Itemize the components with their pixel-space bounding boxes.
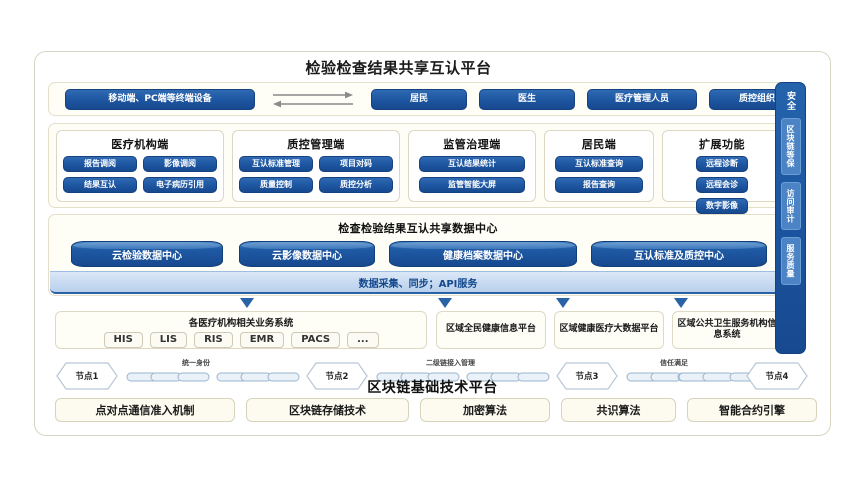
blockchain-node-2-label: 节点2 <box>325 372 349 382</box>
tech-encryption-algorithm[interactable]: 加密算法 <box>420 398 550 422</box>
app-button-remote-consultation[interactable]: 远程会诊 <box>696 177 748 193</box>
tech-consensus-algorithm[interactable]: 共识算法 <box>561 398 676 422</box>
role-button-doctor[interactable]: 医生 <box>479 89 575 110</box>
tech-smart-contract-engine[interactable]: 智能合约引擎 <box>687 398 817 422</box>
system-tag-pacs[interactable]: PACS <box>291 332 341 348</box>
app-button-qc-analysis[interactable]: 质控分析 <box>319 177 393 193</box>
security-sidebar: 安全 区块链等保 访问审计 服务质量 <box>775 82 806 354</box>
system-tag-emr[interactable]: EMR <box>239 332 285 348</box>
app-button-remote-diagnosis[interactable]: 远程诊断 <box>696 156 748 172</box>
datastore-cloud-imaging[interactable]: 云影像数据中心 <box>239 241 375 267</box>
app-panel-buttons: 互认结果统计 监管智能大屏 <box>409 156 535 193</box>
down-arrow-icon <box>240 298 254 308</box>
app-button-supervision-dashboard[interactable]: 监管智能大屏 <box>419 177 525 193</box>
data-center-cylinders: 云检验数据中心 云影像数据中心 健康档案数据中心 互认标准及质控中心 <box>49 241 787 269</box>
app-button-quality-control[interactable]: 质量控制 <box>239 177 313 193</box>
tech-p2p-access-mechanism[interactable]: 点对点通信准入机制 <box>55 398 235 422</box>
source-panel-label: 区域公共卫生服务机构信息系统 <box>677 318 777 340</box>
source-panel-title: 各医疗机构相关业务系统 <box>188 318 294 329</box>
source-panel-label: 区域健康医疗大数据平台 <box>559 324 659 335</box>
data-center-title: 检查检验结果互认共享数据中心 <box>338 222 498 235</box>
system-tag-ris[interactable]: RIS <box>194 332 233 348</box>
app-button-standard-management[interactable]: 互认标准管理 <box>239 156 313 172</box>
blockchain-tech-row: 点对点通信准入机制 区块链存储技术 加密算法 共识算法 智能合约引擎 <box>48 398 817 424</box>
datastore-health-record[interactable]: 健康档案数据中心 <box>389 241 577 267</box>
chain-link-icon <box>376 371 460 383</box>
chain-link-icon <box>466 371 550 383</box>
app-button-report-review[interactable]: 报告调阅 <box>63 156 137 172</box>
app-button-image-review[interactable]: 影像调阅 <box>143 156 217 172</box>
datastore-standard-qc[interactable]: 互认标准及质控中心 <box>591 241 767 267</box>
source-panel-label: 区域全民健康信息平台 <box>445 324 536 335</box>
security-item-service-quality[interactable]: 服务质量 <box>780 236 801 285</box>
app-panel-buttons: 报告调阅 影像调阅 结果互认 电子病历引用 <box>57 156 223 193</box>
down-arrow-icon <box>674 298 688 308</box>
app-button-digital-imaging[interactable]: 数字影像 <box>696 198 748 214</box>
app-panel-title: 质控管理端 <box>287 138 345 151</box>
blockchain-node-row: 节点1 统一身份 节点2 <box>34 358 831 396</box>
app-panel-buttons: 互认标准管理 项目对码 质量控制 质控分析 <box>233 156 399 193</box>
blockchain-node-3-label: 节点3 <box>575 372 599 382</box>
app-button-emr-reference[interactable]: 电子病历引用 <box>143 177 217 193</box>
chain-link-icon <box>216 371 300 383</box>
blockchain-node-2[interactable] <box>306 362 368 390</box>
bidirectional-arrow-icon <box>271 89 355 110</box>
app-panel-title: 监管治理端 <box>443 138 501 151</box>
source-system-tags: HIS LIS RIS EMR PACS ... <box>56 332 426 348</box>
system-tag-lis[interactable]: LIS <box>149 332 188 348</box>
page-title: 检验检查结果共享互认平台 <box>305 59 492 77</box>
blockchain-node-4[interactable] <box>746 362 808 390</box>
source-panel-regional-bigdata[interactable]: 区域健康医疗大数据平台 <box>554 311 664 349</box>
chain-label-unified-identity: 统一身份 <box>182 359 210 367</box>
app-panel-title: 居民端 <box>581 138 617 151</box>
down-arrow-icon <box>438 298 452 308</box>
terminal-role-row: 移动端、PC端等终端设备 居民 医生 医疗管理人员 质控组织 <box>48 82 805 116</box>
security-sidebar-title: 安全 <box>785 91 795 111</box>
chain-label-trust-satisfaction: 信任满足 <box>660 359 688 367</box>
app-panel-supervision: 监管治理端 互认结果统计 监管智能大屏 <box>408 130 536 202</box>
security-item-blockchain-grade-protection[interactable]: 区块链等保 <box>780 118 801 175</box>
app-button-result-mutual[interactable]: 结果互认 <box>63 177 137 193</box>
api-service-band: 数据采集、同步；API服务 <box>50 271 786 294</box>
system-tag-his[interactable]: HIS <box>103 332 143 348</box>
source-systems-layer: 各医疗机构相关业务系统 HIS LIS RIS EMR PACS ... 区域全… <box>48 306 788 353</box>
data-center-layer: 检查检验结果互认共享数据中心 云检验数据中心 云影像数据中心 健康档案数据中心 … <box>48 214 788 296</box>
app-panel-resident: 居民端 互认标准查询 报告查询 <box>544 130 654 202</box>
tech-blockchain-storage[interactable]: 区块链存储技术 <box>246 398 409 422</box>
system-tag-more[interactable]: ... <box>347 332 379 348</box>
app-panel-quality-control: 质控管理端 互认标准管理 项目对码 质量控制 质控分析 <box>232 130 400 202</box>
app-button-item-mapping[interactable]: 项目对码 <box>319 156 393 172</box>
blockchain-node-3[interactable] <box>556 362 618 390</box>
app-panel-medical-institution: 医疗机构端 报告调阅 影像调阅 结果互认 电子病历引用 <box>56 130 224 202</box>
app-panel-title: 扩展功能 <box>699 138 745 151</box>
datastore-cloud-lab[interactable]: 云检验数据中心 <box>71 241 223 267</box>
source-panel-hospital-systems: 各医疗机构相关业务系统 HIS LIS RIS EMR PACS ... <box>55 311 427 349</box>
application-layer: 医疗机构端 报告调阅 影像调阅 结果互认 电子病历引用 质控管理端 互认标准管理… <box>48 123 788 235</box>
role-button-medical-admin[interactable]: 医疗管理人员 <box>587 89 697 110</box>
app-button-report-query[interactable]: 报告查询 <box>555 177 643 193</box>
app-panel-extended-functions: 扩展功能 远程诊断 远程会诊 数字影像 远程教学 <box>662 130 782 235</box>
chain-link-icon <box>126 371 210 383</box>
down-arrow-icon <box>556 298 570 308</box>
terminal-devices-button[interactable]: 移动端、PC端等终端设备 <box>65 89 255 110</box>
source-panel-public-health[interactable]: 区域公共卫生服务机构信息系统 <box>672 311 782 349</box>
app-panel-buttons: 互认标准查询 报告查询 <box>545 156 653 193</box>
app-button-result-statistics[interactable]: 互认结果统计 <box>419 156 525 172</box>
blockchain-platform-title: 区块链基础技术平台 <box>367 380 498 396</box>
app-button-standard-query[interactable]: 互认标准查询 <box>555 156 643 172</box>
chain-label-secondary-chain-access: 二级链接入管理 <box>426 359 475 367</box>
role-button-resident[interactable]: 居民 <box>371 89 467 110</box>
app-panel-title: 医疗机构端 <box>111 138 169 151</box>
blockchain-node-1-label: 节点1 <box>75 372 99 382</box>
security-item-access-audit[interactable]: 访问审计 <box>780 181 801 230</box>
blockchain-node-1[interactable] <box>56 362 118 390</box>
blockchain-node-4-label: 节点4 <box>765 372 789 382</box>
source-panel-regional-health-info[interactable]: 区域全民健康信息平台 <box>436 311 546 349</box>
